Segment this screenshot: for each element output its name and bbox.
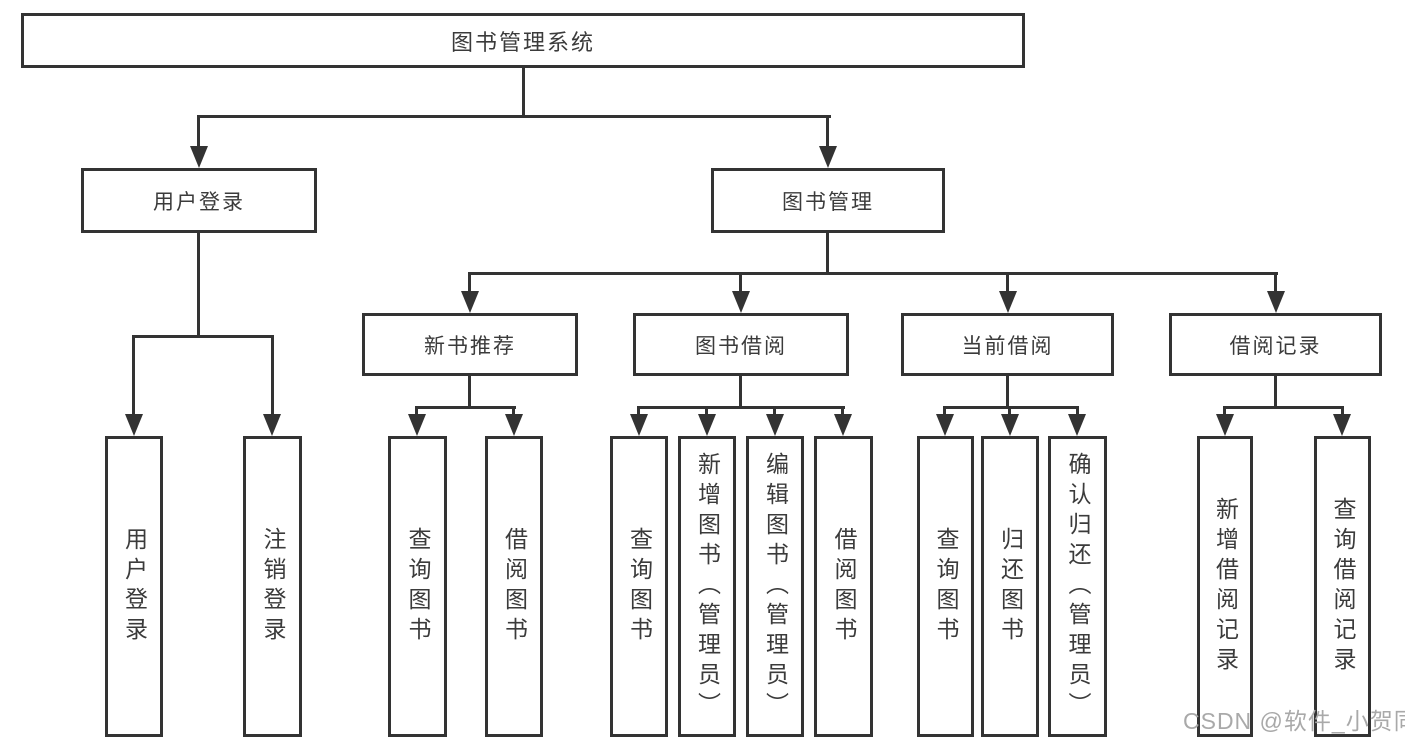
node-label: 新增图书（管理员） [694,451,721,722]
connector-drop [271,335,274,417]
connector-stem [468,376,471,408]
node-label: 当前借阅 [961,334,1054,358]
connector-stem [739,376,742,408]
node-current-borrow: 当前借阅 [901,313,1114,376]
leaf-add-borrow-record: 新增借阅记录 [1197,436,1253,737]
leaf-borrow-book-recommend: 借阅图书 [485,436,543,737]
arrow-down-icon [1216,414,1234,436]
connector-stem [1006,376,1009,408]
node-label: 编辑图书（管理员） [762,451,789,722]
leaf-edit-book-admin: 编辑图书（管理员） [746,436,804,737]
connector-rail [468,272,1278,275]
connector-drop [415,406,418,418]
connector-rail [1223,406,1344,409]
node-new-book-recommend: 新书推荐 [362,313,578,376]
node-label: 用户登录 [153,190,245,214]
connector-stem [826,233,829,274]
connector-drop [739,272,742,294]
arrow-down-icon [732,291,750,313]
connector-drop [773,406,776,418]
leaf-return-book: 归还图书 [981,436,1039,737]
connector-rail [197,115,831,118]
node-label: 查询图书 [405,526,431,647]
leaf-logout: 注销登录 [243,436,302,737]
node-label: 新增借阅记录 [1212,496,1239,677]
connector-stem [1274,376,1277,408]
arrow-down-icon [999,291,1017,313]
node-label: 注销登录 [260,526,286,647]
connector-rail [132,335,274,338]
node-label: 图书借阅 [695,334,787,358]
connector-drop [841,406,844,418]
node-label: 查询图书 [933,526,959,647]
node-borrow-record: 借阅记录 [1169,313,1382,376]
node-label: 借阅记录 [1229,334,1322,358]
connector-stem [197,233,200,337]
node-root-system: 图书管理系统 [21,13,1025,68]
csdn-watermark: CSDN @软件_小贺同学 [1183,708,1405,734]
node-book-borrow: 图书借阅 [633,313,849,376]
arrow-down-icon [819,146,837,168]
connector-drop [512,406,515,418]
leaf-query-book-borrow: 查询图书 [610,436,668,737]
node-label: 查询借阅记录 [1330,496,1356,677]
leaf-user-login: 用户登录 [105,436,163,737]
leaf-query-book-recommend: 查询图书 [388,436,447,737]
connector-drop [637,406,640,418]
arrow-down-icon [1001,414,1019,436]
node-label: 查询图书 [626,526,653,647]
connector-drop [1076,406,1079,418]
arrow-down-icon [408,414,426,436]
node-label: 借阅图书 [501,526,528,647]
leaf-confirm-return-admin: 确认归还（管理员） [1048,436,1107,737]
connector-rail [637,406,845,409]
connector-rail [943,406,1079,409]
arrow-down-icon [461,291,479,313]
node-book-management: 图书管理 [711,168,945,233]
node-label: 用户登录 [121,526,148,647]
connector-drop [1223,406,1226,418]
connector-drop [197,115,200,149]
leaf-add-book-admin: 新增图书（管理员） [678,436,736,737]
connector-drop [705,406,708,418]
arrow-down-icon [1333,414,1351,436]
connector-drop [826,115,829,149]
arrow-down-icon [698,414,716,436]
connector-drop [1006,272,1009,294]
arrow-down-icon [190,146,208,168]
connector-drop [468,272,471,294]
node-label: 归还图书 [997,526,1024,647]
arrow-down-icon [1267,291,1285,313]
leaf-borrow-book: 借阅图书 [814,436,873,737]
arrow-down-icon [125,414,143,436]
arrow-down-icon [834,414,852,436]
connector-drop [1008,406,1011,418]
arrow-down-icon [630,414,648,436]
connector-drop [132,335,135,417]
node-label: 借阅图书 [831,526,857,647]
node-label: 新书推荐 [424,334,516,358]
connector-rail [415,406,516,409]
node-label: 确认归还（管理员） [1065,451,1091,722]
node-label: 图书管理系统 [450,29,595,55]
connector-drop [943,406,946,418]
arrow-down-icon [505,414,523,436]
leaf-query-book-current: 查询图书 [917,436,974,737]
arrow-down-icon [263,414,281,436]
node-user-login: 用户登录 [81,168,317,233]
connector-drop [1274,272,1277,294]
node-label: 图书管理 [782,190,874,214]
arrow-down-icon [936,414,954,436]
leaf-query-borrow-record: 查询借阅记录 [1314,436,1371,737]
arrow-down-icon [766,414,784,436]
connector-stem [522,68,525,117]
arrow-down-icon [1068,414,1086,436]
connector-drop [1341,406,1344,418]
